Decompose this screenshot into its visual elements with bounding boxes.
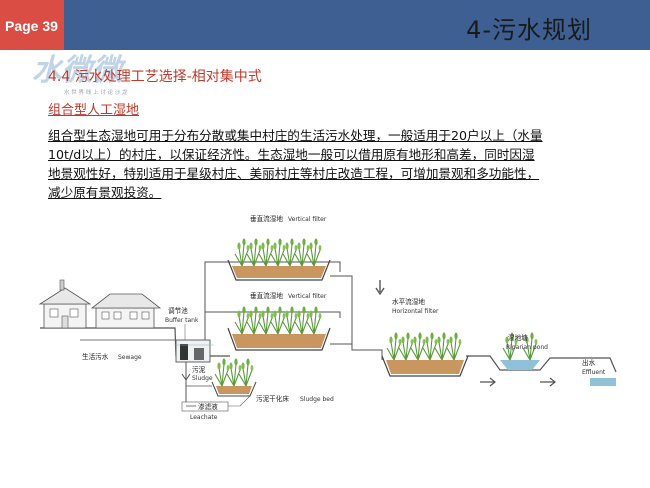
watermark-text: 水微微	[32, 53, 127, 88]
horizontal-filter-label-en: Horizontal filter	[392, 308, 439, 315]
sludge-bed	[211, 357, 257, 397]
body-paragraph: 组合型生态湿地可用于分布分散或集中村庄的生活污水处理，一般适用于20户以上（水量…	[48, 126, 613, 202]
subtitle: 组合型人工湿地	[48, 103, 140, 118]
sludge-bed-label-cn: 污泥干化床	[256, 394, 289, 403]
slide-title: 4-污水规划	[466, 16, 592, 44]
body-line: 减少原有景观投资。	[48, 185, 162, 200]
buffer-tank-label-cn: 调节池	[168, 306, 188, 315]
wetland-process-diagram: 生活污水 Sewage 调节池 Buffer tank 垂直流湿地 Vertic…	[38, 214, 617, 421]
flow-arrow	[480, 377, 496, 387]
riparian-pond-label-en: Riparian pond	[506, 344, 548, 351]
vertical-filter-1	[227, 237, 331, 281]
vertical-filter-2	[227, 305, 331, 351]
body-line: 10t/d以上）的村庄，以保证经济性。生态湿地一般可以借用原有地形和高差，同时因…	[48, 147, 535, 162]
sludge-label-cn: 污泥	[192, 366, 206, 374]
sludge-bed-label-en: Sludge bed	[300, 396, 334, 403]
horizontal-filter	[381, 331, 469, 377]
effluent-label-en: Effluent	[582, 369, 606, 376]
leachate-label-en: Leachate	[190, 414, 218, 421]
page-number-label: Page 39	[0, 0, 64, 50]
watermark-logo: 水微微 水 世 界 线 上 讨 论 沙 龙	[32, 53, 128, 96]
sludge-label-en: Sludge	[192, 375, 213, 382]
sewage-label-cn: 生活污水	[82, 352, 109, 361]
effluent-label-cn: 出水	[582, 358, 596, 367]
sewage-label-en: Sewage	[118, 354, 142, 361]
buffer-tank	[174, 339, 214, 363]
body-line: 组合型生态湿地可用于分布分散或集中村庄的生活污水处理，一般适用于20户以上（水量	[48, 128, 543, 143]
flow-arrow	[181, 362, 191, 402]
vertical-filter-2-label-cn: 垂直流湿地	[250, 291, 283, 300]
house-illustration	[38, 279, 92, 329]
vertical-filter-1-label-en: Vertical filter	[288, 216, 327, 223]
house-illustration	[90, 293, 162, 329]
flow-arrow	[375, 280, 385, 296]
header-bar	[0, 0, 650, 50]
buffer-tank-label-en: Buffer tank	[165, 317, 199, 324]
vertical-filter-2-label-en: Vertical filter	[288, 293, 327, 300]
riparian-pond	[500, 331, 540, 370]
leachate-label-cn: 渗滤液	[198, 402, 218, 411]
body-line: 地景观性好，特别适用于星级村庄、美丽村庄等村庄改造工程，可增加景观和多功能性，	[48, 166, 540, 181]
horizontal-filter-label-cn: 水平流湿地	[392, 297, 425, 306]
flow-arrow	[540, 377, 556, 387]
effluent-water	[590, 378, 616, 386]
riparian-pond-label-cn: 湿地塘	[508, 333, 528, 342]
watermark-subtext: 水 世 界 线 上 讨 论 沙 龙	[64, 88, 128, 96]
section-title: 4.4 污水处理工艺选择-相对集中式	[48, 69, 262, 85]
vertical-filter-1-label-cn: 垂直流湿地	[250, 214, 283, 223]
